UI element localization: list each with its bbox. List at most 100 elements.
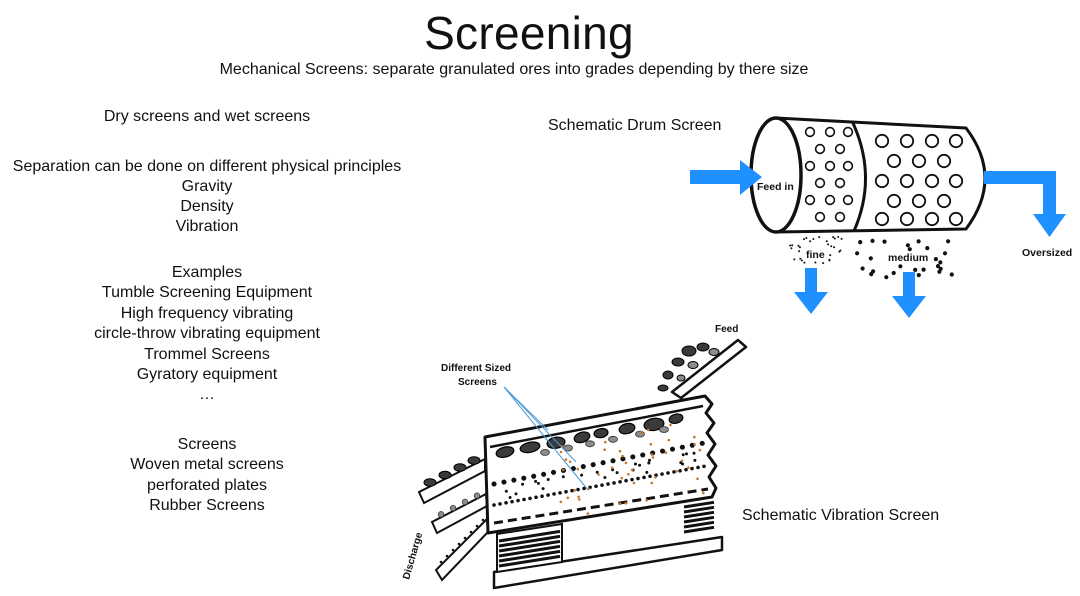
discharged-rock — [423, 478, 437, 487]
principle-item-gravity: Gravity — [181, 178, 233, 195]
fine-particle — [832, 236, 835, 239]
fine-particle — [803, 238, 806, 241]
spring-coil — [683, 520, 715, 529]
drum-medium-hole — [874, 173, 890, 189]
discharged-fines — [457, 542, 461, 546]
spring-coil — [498, 529, 561, 543]
drum-fine-hole — [824, 194, 836, 206]
medium-particle — [905, 243, 911, 248]
fine-particle — [624, 501, 628, 505]
screen-types-text: Dry screens and wet screens — [103, 108, 311, 125]
vibration-screen-caption: Schematic Vibration Screen — [742, 507, 940, 524]
screen-deck — [483, 394, 718, 535]
discharged-fines — [451, 548, 455, 552]
medium-particle — [634, 462, 637, 466]
coarse-rock — [573, 431, 591, 444]
fine-particle — [559, 450, 563, 454]
drum-fine-hole — [834, 177, 846, 189]
coarse-rock — [643, 417, 665, 432]
fine-particle — [650, 453, 654, 456]
principle-item-density: Density — [180, 198, 234, 215]
examples-block: Examples Tumble Screening Equipment High… — [0, 263, 414, 406]
example-item: Tumble Screening Equipment — [101, 284, 313, 302]
medium-particle — [693, 458, 697, 462]
fine-particle — [568, 460, 572, 464]
fine-particle — [564, 458, 568, 461]
fine-particle — [809, 240, 812, 243]
spring-coil — [498, 534, 561, 548]
fine-particle — [667, 438, 671, 442]
spring-coil — [683, 500, 715, 509]
callout-line-medium — [503, 386, 577, 463]
fine-particle — [664, 451, 668, 455]
fine-particle — [797, 244, 800, 247]
medium-particle — [681, 462, 685, 466]
spring-coil — [683, 525, 715, 534]
medium-particle — [882, 239, 887, 244]
fine-particle — [654, 476, 657, 479]
drum-perforations — [804, 126, 964, 227]
medium-particle — [858, 240, 863, 245]
fine-particle — [576, 467, 580, 471]
fine-output-arrow — [794, 268, 828, 314]
vibration-screen-particles — [423, 342, 720, 564]
fine-particle — [627, 473, 630, 476]
fine-particle — [687, 466, 690, 469]
medium-particle — [603, 476, 607, 479]
medium-particle — [884, 275, 889, 280]
drum-medium-label: medium — [888, 252, 928, 264]
discharged-rock — [453, 463, 467, 472]
fine-particle — [577, 498, 581, 501]
medium-output-arrow — [892, 272, 926, 318]
medium-particle — [561, 475, 565, 479]
screen-item: Woven metal screens — [130, 456, 284, 474]
medium-particle — [907, 247, 912, 252]
drum-fine-hole — [814, 143, 826, 155]
fine-particle — [632, 481, 636, 485]
fine-particle — [566, 496, 570, 500]
fine-particle — [640, 431, 643, 434]
feed-rock — [696, 342, 710, 352]
fine-particle — [680, 459, 684, 463]
base-plate — [492, 535, 724, 590]
coarse-rock — [495, 446, 515, 459]
discharged-rock — [467, 456, 481, 465]
fine-particle — [604, 440, 607, 444]
discharge-label: Discharge — [401, 531, 425, 581]
gravel — [635, 430, 645, 438]
spring-coil — [498, 549, 561, 563]
spring-coil — [498, 544, 561, 558]
fine-particle — [649, 442, 653, 446]
fine-particle — [793, 258, 796, 261]
fine-particle — [790, 247, 793, 250]
discharged-fines — [481, 518, 485, 522]
fine-particle — [803, 261, 806, 264]
callout-line-fine — [503, 386, 589, 491]
examples-heading: Examples — [171, 264, 243, 281]
fine-particle — [828, 259, 831, 262]
medium-particle — [935, 264, 941, 269]
discharged-gravel — [449, 504, 457, 512]
feed-rock — [657, 384, 669, 392]
oversized-arrow — [984, 171, 1066, 237]
medium-particle — [937, 269, 942, 274]
fine-particle — [827, 243, 830, 246]
screen-deck-fine — [493, 487, 709, 525]
fine-particle — [830, 245, 833, 248]
medium-particle — [916, 239, 921, 244]
vibration-screen-diagram: Different Sized Screens Feed Discharge — [401, 324, 748, 590]
fine-particle — [669, 423, 672, 427]
medium-particle — [925, 246, 930, 251]
drum-medium-hole — [899, 133, 915, 149]
feed-rock — [687, 361, 699, 369]
medium-particle — [648, 458, 651, 462]
gravel — [563, 444, 573, 452]
slide-subtitle: Mechanical Screens: separate granulated … — [219, 61, 809, 78]
fine-particle — [789, 244, 792, 247]
medium-particle — [898, 264, 903, 269]
discharged-fines — [445, 554, 449, 558]
feed-rock — [662, 370, 674, 380]
medium-particle — [891, 270, 896, 276]
example-item-ellipsis: … — [199, 386, 215, 404]
fine-particle — [798, 250, 801, 253]
